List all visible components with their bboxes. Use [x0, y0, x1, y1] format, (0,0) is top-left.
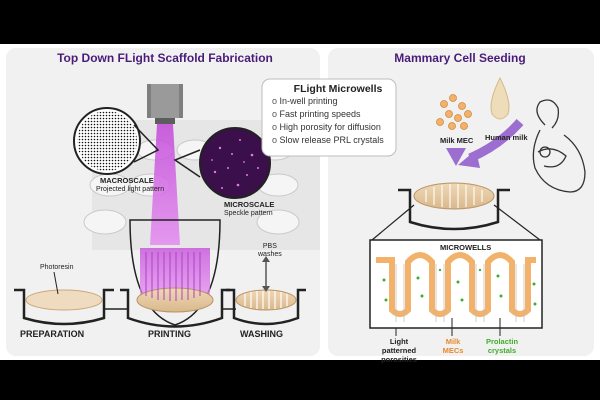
light-beam [150, 124, 180, 245]
washing-dish [226, 256, 306, 326]
down-arrow [446, 148, 466, 166]
macroscale-title: MACROSCALE [100, 176, 154, 185]
milk-mec-label: Milk MEC [440, 136, 474, 145]
mec-cluster [436, 94, 472, 130]
feature-list: In-well printing Fast printing speeds Hi… [272, 95, 384, 147]
feature-box-title: FLight Microwells [293, 83, 383, 95]
porosity-lines [395, 264, 525, 322]
printing-dish [120, 219, 230, 328]
feature-item: In-well printing [272, 95, 384, 108]
seeding-dish [398, 182, 510, 231]
step-printing: PRINTING [148, 329, 192, 339]
legend-porosity: Light patterned porosities [381, 337, 417, 364]
milk-drop-icon [490, 76, 510, 120]
zoom-line-right [493, 204, 541, 241]
microwell-scaffold [376, 252, 536, 317]
macroscale-pattern [73, 107, 160, 175]
step-washing: WASHING [240, 329, 284, 339]
legend-mecs: Milk MECs [442, 337, 464, 355]
mother-baby-icon [532, 99, 586, 193]
step-preparation: PREPARATION [20, 329, 85, 339]
prolactin-crystals [382, 268, 537, 306]
macroscale-subtitle: Projected light pattern [96, 186, 165, 193]
microwells-label: MICROWELLS [440, 243, 492, 252]
feature-item: Slow release PRL crystals [272, 134, 384, 147]
human-milk-label: Human milk [485, 133, 528, 142]
microscale-speckle [173, 127, 271, 199]
legend-crystals: Prolactin crystals [485, 337, 519, 355]
seeding-arrow-head [458, 150, 480, 168]
microscale-subtitle: Speckle pattern [224, 210, 273, 217]
feature-item: Fast printing speeds [272, 108, 384, 121]
header-fabrication: Top Down FLight Scaffold Fabrication [57, 51, 273, 65]
header-seeding: Mammary Cell Seeding [394, 51, 526, 65]
microscale-title: MICROSCALE [224, 200, 275, 209]
zoom-line-left [371, 204, 415, 241]
photoresin-label: Photoresin [40, 264, 74, 271]
preparation-dish [14, 271, 114, 326]
projector-objective [147, 84, 183, 124]
feature-item: High porosity for diffusion [272, 121, 384, 134]
pbs-label: PBS washes [258, 243, 282, 258]
